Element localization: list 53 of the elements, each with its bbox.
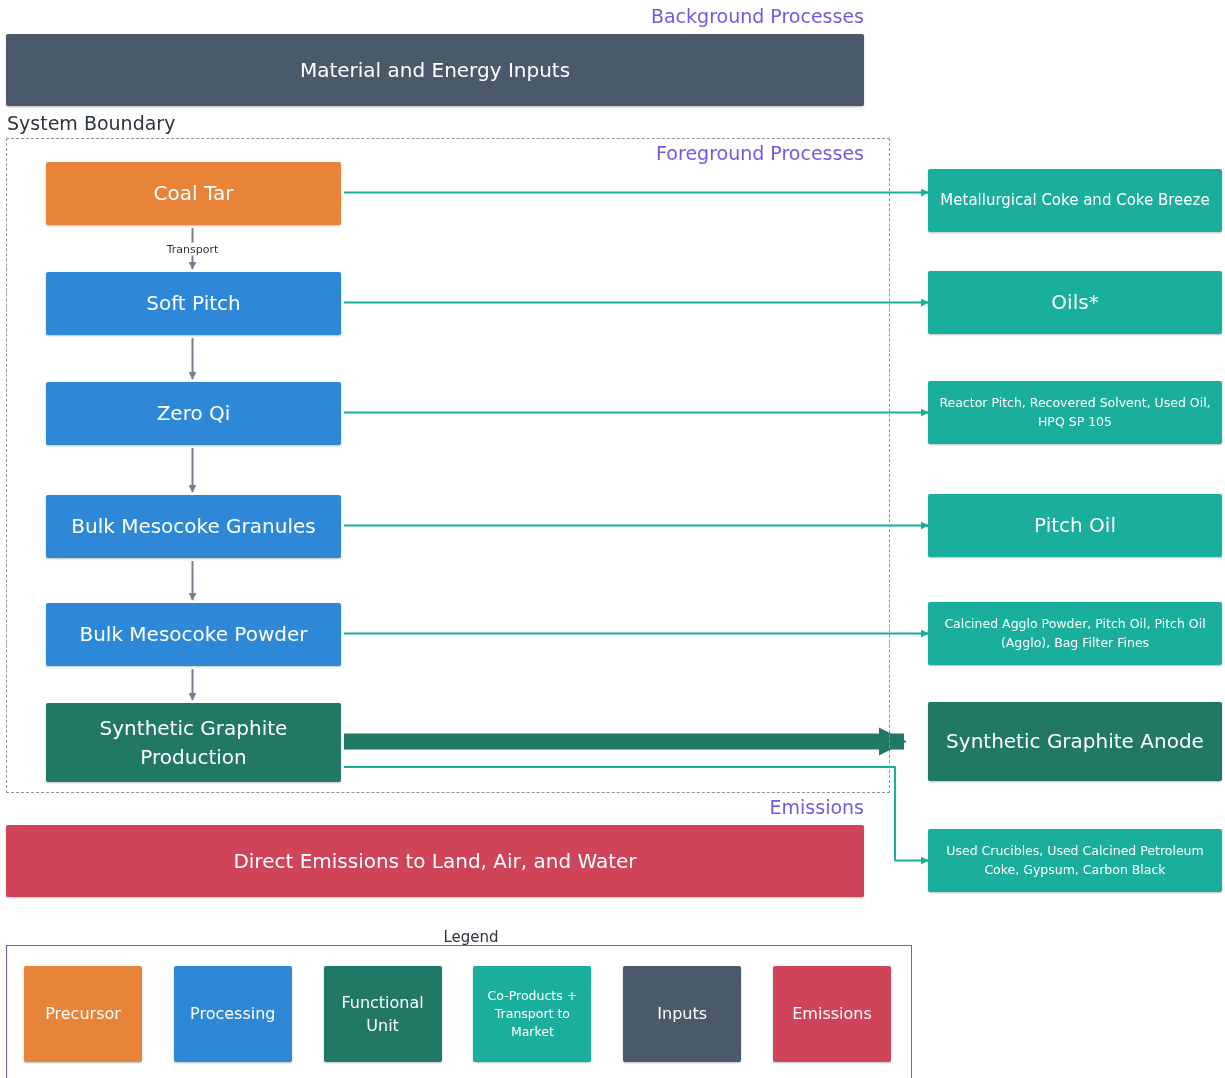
- box-label: Synthetic Graphite Production: [98, 714, 289, 771]
- process-box: [46, 603, 341, 666]
- process-box: [928, 169, 1222, 232]
- arrow: [343, 408, 929, 417]
- process-box: [46, 272, 341, 335]
- thick-arrow: [344, 727, 907, 756]
- legend-label: Inputs: [656, 1003, 709, 1026]
- process-box: [46, 495, 341, 558]
- section-title: Emissions: [769, 796, 864, 818]
- arrow: [188, 447, 197, 493]
- process-box: [6, 825, 864, 897]
- box-label: Soft Pitch: [145, 290, 242, 317]
- box-label: Metallurgical Coke and Coke Breeze: [939, 189, 1211, 211]
- arrow: [343, 188, 929, 197]
- section-title: Background Processes: [650, 5, 864, 27]
- region-title: Foreground Processes: [656, 142, 864, 164]
- box-label: Bulk Mesocoke Granules: [70, 513, 317, 540]
- box-label: Coal Tar: [152, 180, 235, 207]
- box-label: Bulk Mesocoke Powder: [78, 621, 309, 648]
- legend-label: Emissions: [791, 1003, 873, 1026]
- box-label: Pitch Oil: [1033, 512, 1117, 539]
- box-label: Zero Qi: [155, 400, 232, 427]
- process-box: [928, 271, 1222, 334]
- boundary-title: System Boundary: [7, 112, 176, 134]
- arrow: [343, 298, 929, 307]
- process-box: [928, 702, 1222, 781]
- box-label: Direct Emissions to Land, Air, and Water: [232, 847, 638, 875]
- arrow: [188, 668, 197, 701]
- arrow: [343, 629, 929, 638]
- box-label: Oils*: [1050, 289, 1100, 316]
- arrow: [343, 766, 929, 865]
- box-label: Used Crucibles, Used Calcined Petroleum Coke, Gypsum, Carbon Black: [945, 842, 1205, 879]
- process-box: [46, 703, 341, 782]
- process-box: [46, 162, 341, 225]
- box-label: Synthetic Graphite Anode: [945, 728, 1205, 755]
- arrow: [188, 337, 197, 380]
- box-label: Calcined Agglo Powder, Pitch Oil, Pitch Oil (Agglo), Bag Filter Fines: [943, 615, 1207, 652]
- edge-label: Transport: [165, 242, 220, 255]
- process-box: [46, 382, 341, 445]
- process-box: [928, 381, 1222, 444]
- legend-title: Legend: [443, 928, 499, 946]
- legend-label: Functional Unit: [340, 991, 425, 1037]
- legend-label: Co-Products + Transport to Market: [486, 986, 579, 1042]
- box-label: Reactor Pitch, Recovered Solvent, Used Oil, HPQ SP 105: [938, 394, 1212, 431]
- process-box: [928, 602, 1222, 665]
- arrow: [343, 521, 929, 530]
- process-box: [928, 829, 1222, 892]
- box-label: Material and Energy Inputs: [298, 56, 572, 84]
- process-box: [6, 34, 864, 106]
- legend-label: Precursor: [44, 1003, 122, 1026]
- legend-label: Processing: [189, 1003, 277, 1026]
- arrow: [188, 560, 197, 601]
- process-box: [928, 494, 1222, 557]
